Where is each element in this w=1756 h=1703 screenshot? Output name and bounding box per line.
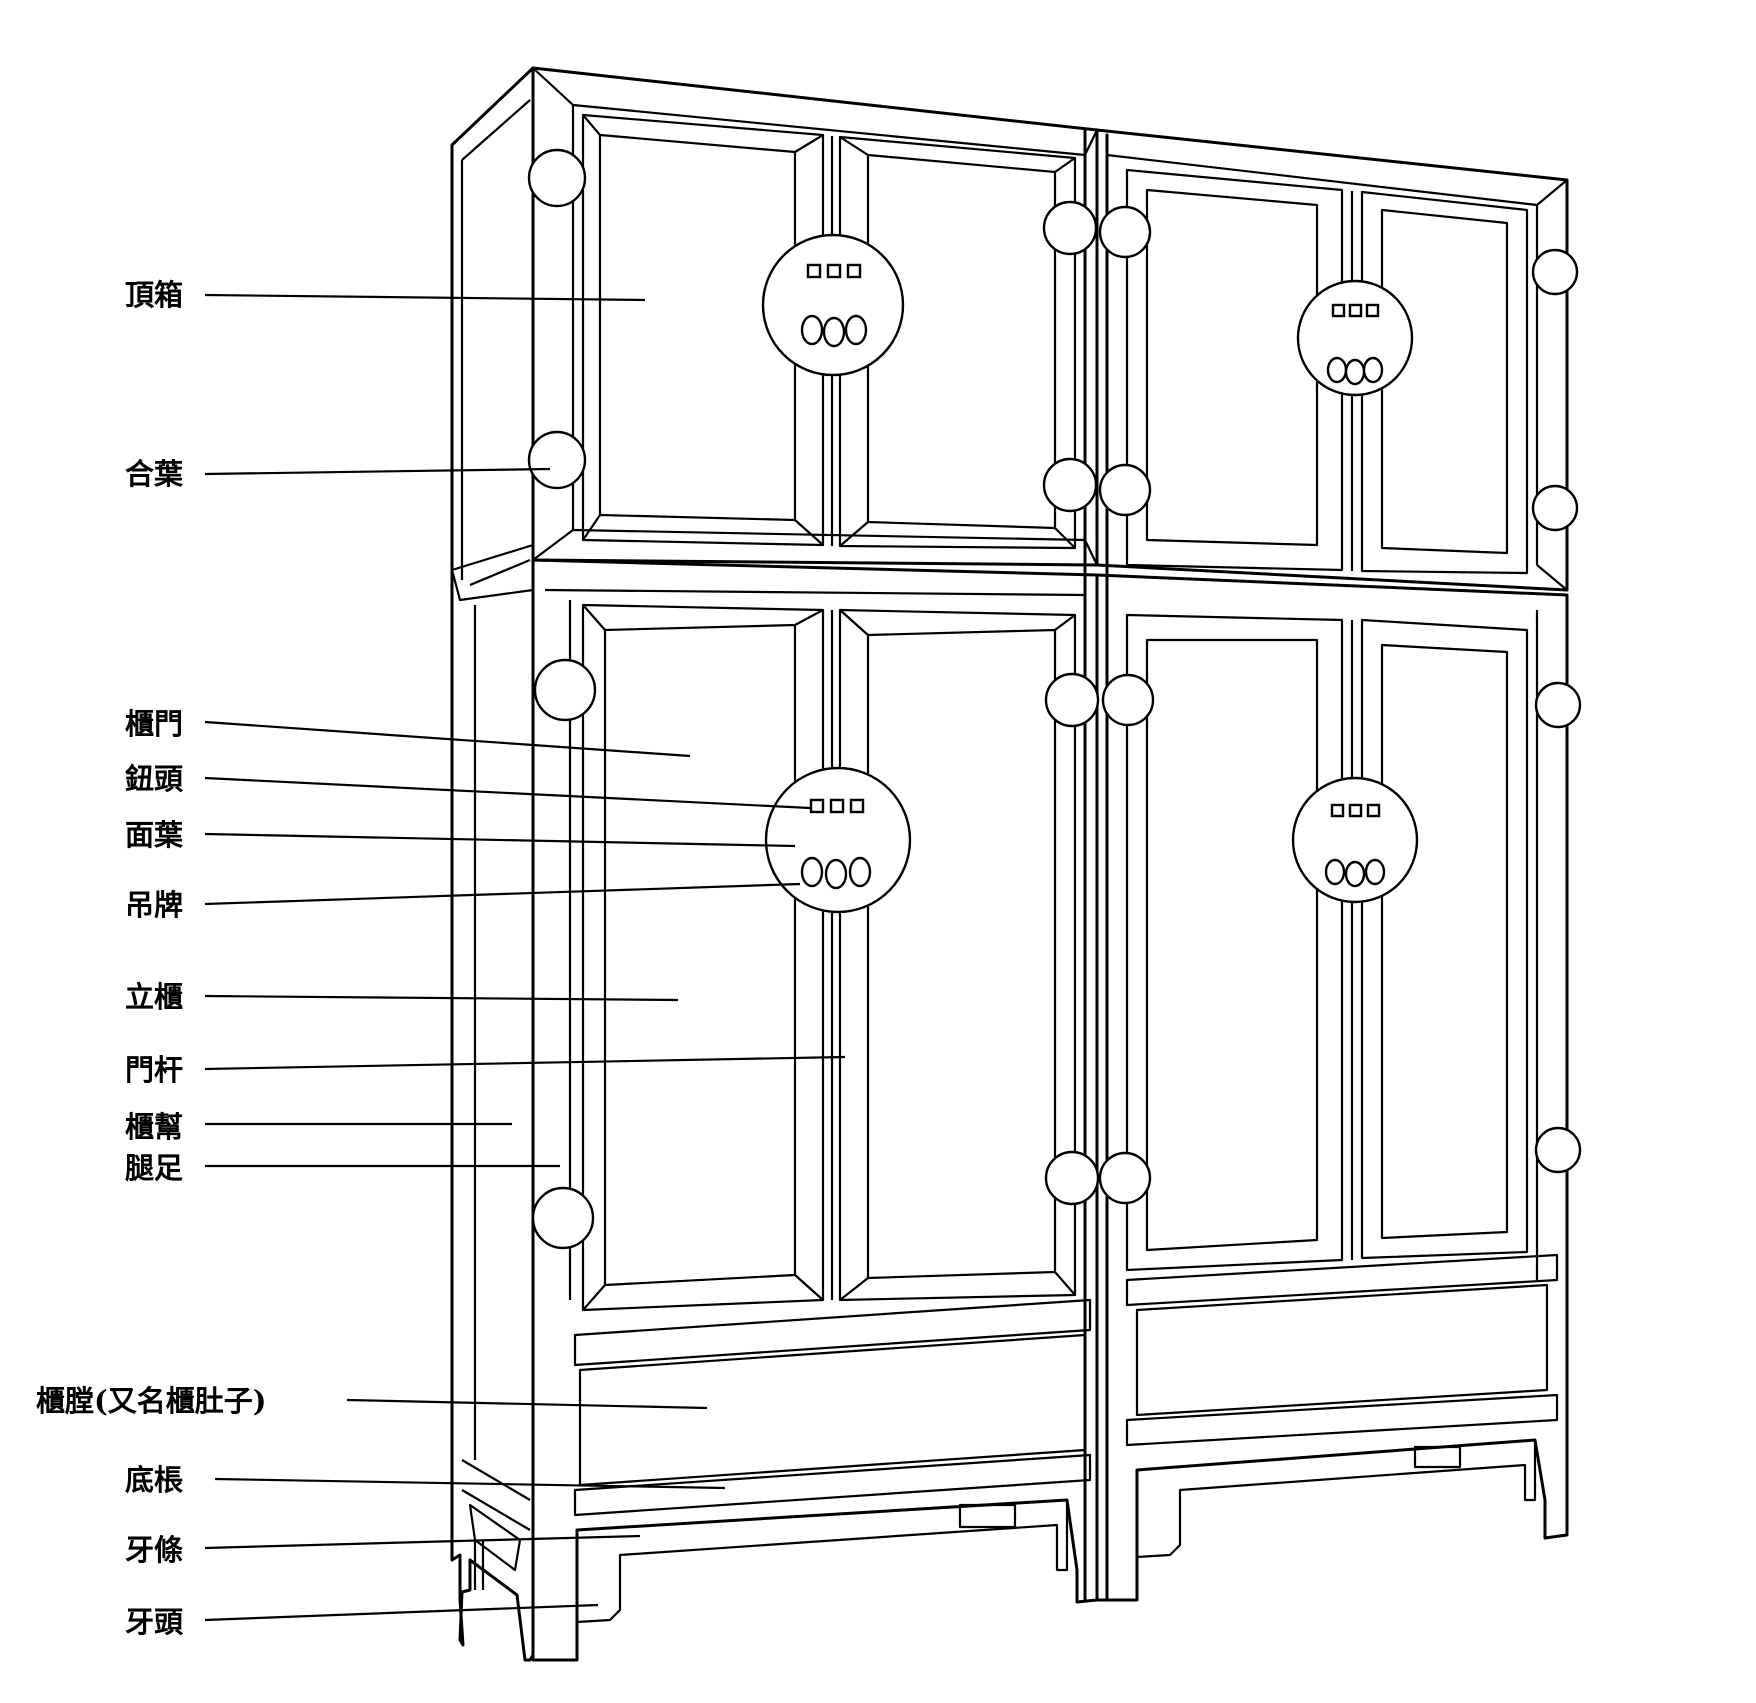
leader-li-gui bbox=[204, 994, 679, 1002]
label-ding-xiang: 頂箱 bbox=[125, 278, 183, 312]
label-diao-pai: 吊牌 bbox=[125, 888, 183, 922]
leader-mian-ye bbox=[204, 832, 796, 848]
label-niu-tou: 鈕頭 bbox=[125, 762, 184, 796]
leader-ya-tou bbox=[204, 1603, 599, 1622]
leader-di-zhang bbox=[214, 1477, 726, 1490]
leader-gui-tang bbox=[346, 1398, 708, 1410]
label-gui-tang: 櫃膛(又名櫃肚子) bbox=[36, 1384, 266, 1418]
label-men-gan: 門杆 bbox=[125, 1053, 183, 1087]
leader-ding-xiang bbox=[204, 293, 646, 302]
label-li-gui: 立櫃 bbox=[125, 980, 183, 1014]
leader-ya-tiao bbox=[204, 1534, 641, 1550]
leader-he-ye bbox=[204, 467, 551, 476]
leader-niu-tou bbox=[204, 776, 811, 810]
leader-diao-pai bbox=[204, 882, 801, 906]
label-gui-men: 櫃門 bbox=[125, 707, 183, 741]
right-wardrobe bbox=[1095, 573, 1569, 1602]
leader-gui-men bbox=[204, 720, 691, 758]
left-wardrobe bbox=[531, 558, 1099, 1662]
labels: 頂箱 合葉 櫃門 鈕頭 面葉 吊牌 立櫃 門杆 櫃幫 腿足 櫃膛(又名櫃肚子) … bbox=[36, 278, 846, 1639]
label-he-ye: 合葉 bbox=[125, 457, 184, 491]
face-plates bbox=[761, 233, 1419, 914]
label-ya-tiao: 牙條 bbox=[125, 1533, 183, 1567]
label-mian-ye: 面葉 bbox=[125, 818, 184, 852]
cabinet-drawing bbox=[450, 66, 1582, 1662]
label-di-zhang: 底棖 bbox=[125, 1463, 183, 1497]
side-panel bbox=[450, 66, 535, 1662]
label-ya-tou: 牙頭 bbox=[125, 1605, 184, 1639]
hinges bbox=[527, 148, 1582, 1250]
label-tui-zu: 腿足 bbox=[125, 1151, 183, 1185]
label-gui-bang: 櫃幫 bbox=[125, 1110, 183, 1144]
leader-men-gan bbox=[204, 1055, 846, 1071]
